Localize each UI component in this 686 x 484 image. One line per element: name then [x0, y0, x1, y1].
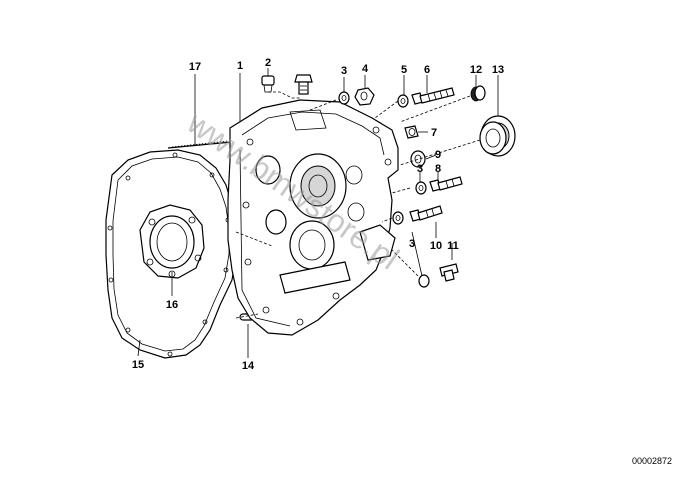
- seal-ring-part-12: [470, 85, 486, 102]
- callout-2: 2: [265, 57, 271, 69]
- callout-labels: 17 1 2 3 4 5 6 12 13 7 9 3 8 3 10 11 16 …: [132, 57, 504, 372]
- callout-3-top: 3: [341, 65, 347, 77]
- washer-part-3-middle: [415, 181, 427, 195]
- leader-lines: [137, 68, 499, 358]
- bearing-cover-part-16: [139, 204, 205, 279]
- callout-3-middle: 3: [417, 163, 423, 175]
- bushing-part-7: [404, 125, 419, 139]
- washer-part-3-bottom: [418, 274, 430, 288]
- bolt-part-8: [429, 176, 463, 192]
- callout-9: 9: [435, 149, 441, 161]
- housing-part-1: [227, 99, 399, 336]
- callout-8: 8: [435, 163, 441, 175]
- shaft-seal-part-13: [479, 115, 516, 157]
- plug-screw-part-2: [261, 74, 313, 95]
- callout-15: 15: [132, 359, 144, 371]
- callout-5: 5: [401, 64, 407, 76]
- nut-part-4: [354, 87, 375, 106]
- callout-4: 4: [362, 63, 369, 75]
- bolt-part-10: [409, 205, 443, 222]
- callout-6: 6: [424, 64, 430, 76]
- reference-number: 00002872: [631, 456, 672, 466]
- callout-12: 12: [470, 64, 482, 76]
- sleeve-part-9: [410, 150, 426, 168]
- callout-16: 16: [166, 299, 178, 311]
- bolt-part-11: [439, 263, 459, 282]
- callout-14: 14: [242, 360, 255, 372]
- washer-part-3-top: [338, 91, 350, 105]
- callout-13: 13: [492, 64, 504, 76]
- dowel-part-17: [167, 140, 233, 149]
- callout-11: 11: [447, 240, 459, 252]
- washer-part-3-lower: [392, 211, 404, 225]
- callout-3-lower: 3: [409, 238, 415, 250]
- washer-part-5: [397, 94, 409, 108]
- callout-7: 7: [431, 127, 437, 139]
- callout-1: 1: [237, 60, 243, 72]
- callout-10: 10: [430, 240, 442, 252]
- bolt-part-6: [411, 87, 455, 105]
- callout-17: 17: [189, 61, 201, 73]
